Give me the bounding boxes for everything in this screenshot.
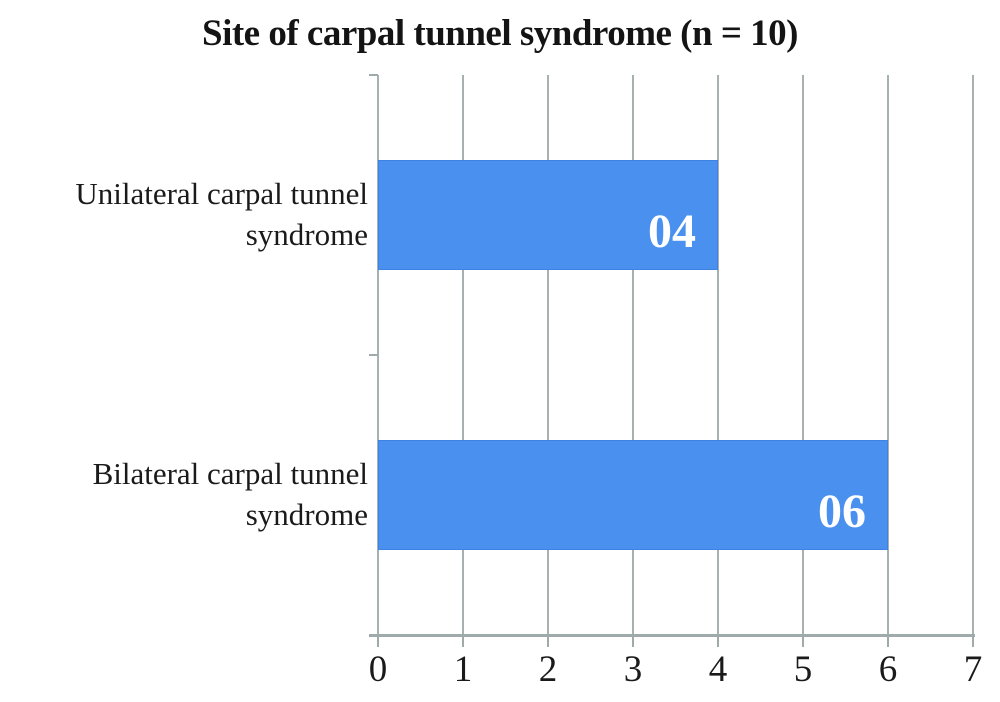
x-tick-label: 1: [453, 649, 473, 690]
x-tick-label: 4: [708, 649, 728, 690]
gridline: [972, 75, 974, 635]
gridline: [377, 75, 379, 635]
gridline: [887, 75, 889, 635]
x-axis-tick: [632, 636, 634, 647]
gridline: [802, 75, 804, 635]
chart-title: Site of carpal tunnel syndrome (n = 10): [202, 13, 799, 54]
y-axis-tick: [369, 74, 378, 76]
x-tick-label: 7: [963, 649, 983, 690]
x-tick-label: 3: [623, 649, 643, 690]
gridline: [462, 75, 464, 635]
x-tick-label: 0: [368, 649, 388, 690]
x-axis-tick: [462, 636, 464, 647]
bar-value-label: 04: [648, 205, 696, 258]
x-axis-tick: [887, 636, 889, 647]
x-tick-label: 6: [878, 649, 898, 690]
x-axis-tick: [377, 636, 379, 647]
bar: [378, 160, 718, 270]
x-tick-label: 2: [538, 649, 558, 690]
category-label: Bilateral carpal tunnel syndrome: [92, 456, 368, 532]
x-axis-tick: [972, 636, 974, 647]
gridline: [632, 75, 634, 635]
x-axis-tick: [717, 636, 719, 647]
bar-value-label: 06: [818, 485, 866, 538]
x-axis-tick: [802, 636, 804, 647]
x-tick-label: 5: [793, 649, 813, 690]
y-axis-tick: [369, 354, 378, 356]
category-label: Unilateral carpal tunnel syndrome: [75, 176, 368, 252]
gridline: [547, 75, 549, 635]
x-axis-tick: [547, 636, 549, 647]
gridline: [717, 75, 719, 635]
bar: [378, 440, 888, 550]
x-axis-line: [369, 634, 975, 637]
